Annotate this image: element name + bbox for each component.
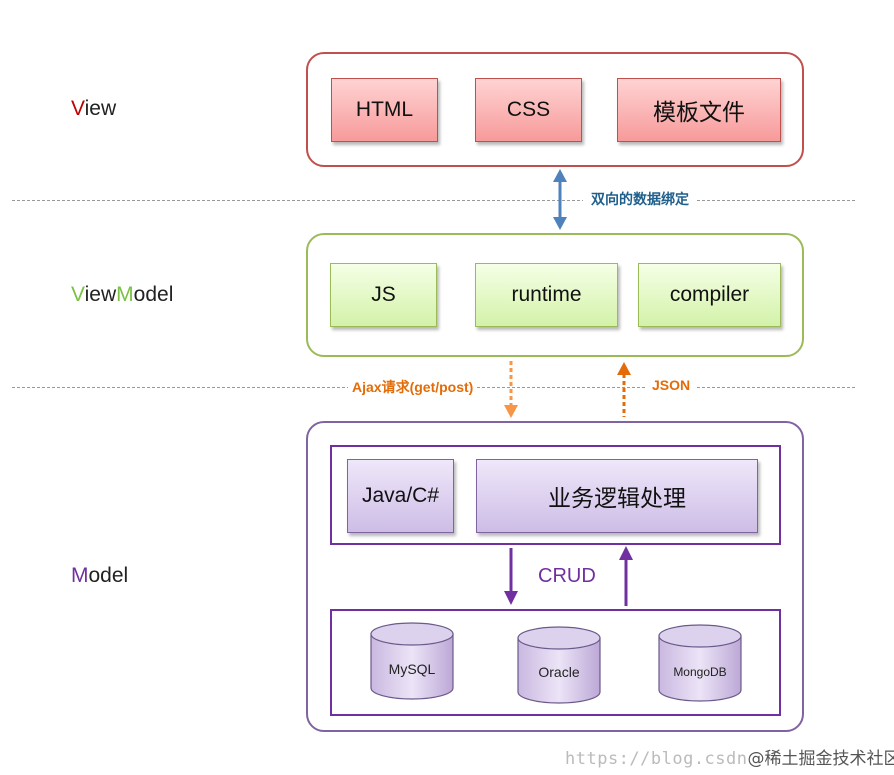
separator-view-viewmodel [12, 200, 855, 201]
json-label: JSON [646, 377, 697, 393]
ajax-request-arrow [504, 361, 518, 418]
watermark-site: @稀土掘金技术社区 [747, 749, 894, 769]
view-label-initial: V [71, 97, 85, 120]
crud-up-arrow [619, 546, 633, 606]
runtime-component: runtime [475, 263, 618, 327]
viewmodel-layer-label: ViewModel [71, 283, 173, 307]
watermark-url: https://blog.csdn [565, 749, 748, 769]
model-label-rest: odel [88, 564, 129, 587]
mysql-label: MySQL [389, 661, 436, 677]
oracle-label: Oracle [538, 664, 579, 680]
compiler-component: compiler [638, 263, 781, 327]
template-file-component: 模板文件 [617, 78, 781, 142]
viewmodel-label-v: V [71, 283, 85, 306]
html-component: HTML [331, 78, 438, 142]
two-way-binding-label: 双向的数据绑定 [583, 189, 697, 209]
java-csharp-component: Java/C# [347, 459, 454, 533]
crud-down-arrow [504, 548, 518, 605]
viewmodel-label-odel: odel [133, 283, 174, 306]
model-layer-label: Model [71, 564, 128, 588]
mongodb-database-icon: MongoDB [658, 624, 742, 702]
css-component: CSS [475, 78, 582, 142]
js-component: JS [330, 263, 437, 327]
mongodb-label: MongoDB [673, 665, 726, 679]
json-response-arrow [617, 362, 631, 417]
watermark: https://blog.csdn@稀土掘金技术社区 [565, 744, 894, 769]
mysql-database-icon: MySQL [370, 622, 454, 700]
crud-label: CRUD [538, 565, 596, 587]
view-label-rest: iew [84, 97, 117, 120]
business-logic-component: 业务逻辑处理 [476, 459, 758, 533]
two-way-binding-arrow [553, 169, 567, 230]
viewmodel-label-m: M [116, 283, 134, 306]
oracle-database-icon: Oracle [517, 626, 601, 704]
model-label-initial: M [71, 564, 89, 587]
viewmodel-label-iew: iew [84, 283, 117, 306]
ajax-request-label: Ajax请求(get/post) [348, 377, 478, 397]
view-layer-label: View [71, 97, 116, 121]
